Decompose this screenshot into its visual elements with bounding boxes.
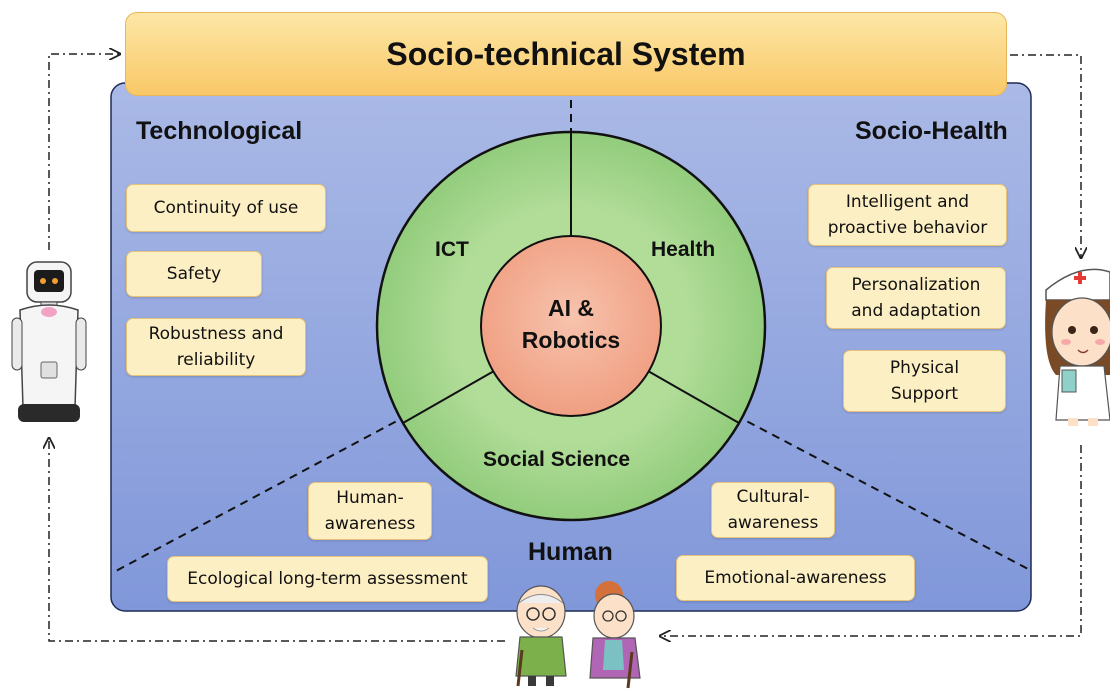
personalization-box: Personalization and adaptation <box>826 267 1006 329</box>
safety-box: Safety <box>126 251 262 297</box>
socio-technical-banner: Socio-technical System <box>125 12 1007 96</box>
nurse-icon <box>1045 268 1110 426</box>
ai-robotics-label: AI & Robotics <box>521 295 621 353</box>
ecological-assessment-box: Ecological long-term assessment <box>167 556 488 602</box>
intelligent-behavior-box: Intelligent and proactive behavior <box>808 184 1007 246</box>
health-label: Health <box>651 238 716 261</box>
loop-top-left <box>48 54 120 250</box>
physical-support-box: Physical Support <box>843 350 1006 412</box>
human-awareness-box: Human- awareness <box>308 482 432 540</box>
ict-label: ICT <box>435 238 469 261</box>
socio-health-heading: Socio-Health <box>855 117 1008 145</box>
robot-icon <box>11 261 87 422</box>
feedback-loop <box>49 54 1081 641</box>
loop-bottom-right <box>660 445 1082 636</box>
social-science-label: Social Science <box>483 448 631 471</box>
elderly-couple-icon <box>515 581 641 689</box>
robustness-box: Robustness and reliability <box>126 318 306 376</box>
core-circle <box>480 235 662 417</box>
loop-bottom-left <box>49 438 505 642</box>
cultural-awareness-box: Cultural- awareness <box>711 482 835 538</box>
loop-top-right <box>1010 54 1081 258</box>
emotional-awareness-box: Emotional-awareness <box>676 555 915 601</box>
continuity-of-use-box: Continuity of use <box>126 184 326 232</box>
human-heading: Human <box>528 538 613 566</box>
technological-heading: Technological <box>136 117 303 145</box>
diagram-title: Socio-technical System <box>386 35 746 72</box>
ring-dividers <box>402 132 740 424</box>
